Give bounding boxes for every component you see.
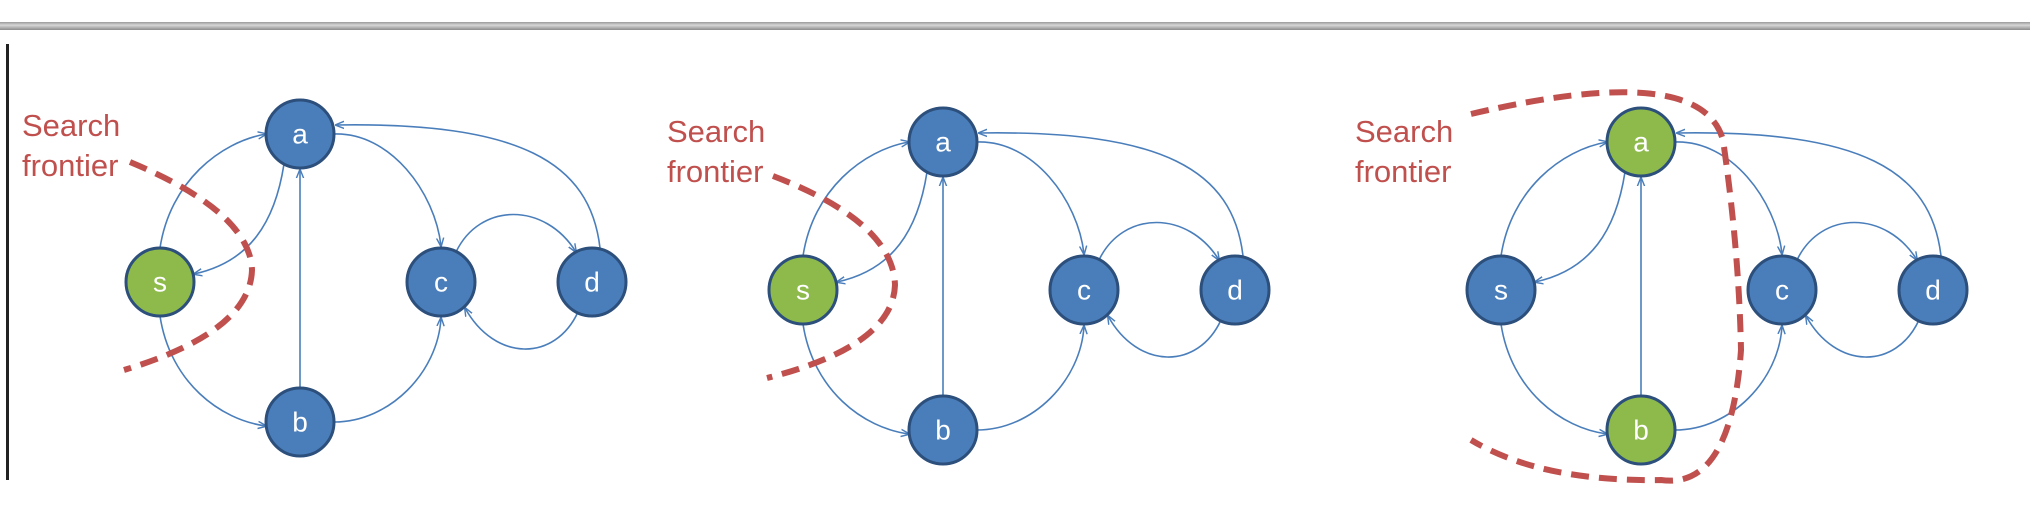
node-d-label: d [584,267,600,298]
node-d: d [1199,254,1271,326]
node-d-circle [1199,254,1271,326]
node-c-circle [1048,254,1120,326]
edge-a-to-c [333,133,441,246]
node-c: c [405,246,477,318]
search-frontier-line [1469,89,1745,484]
edge-c-to-d [1098,221,1219,261]
edge-a-to-c [976,141,1084,254]
node-a-label: a [1633,127,1649,158]
edge-a-to-s [194,163,285,274]
node-a-circle [1605,106,1677,178]
node-s-circle [767,254,839,326]
node-c-label: c [1077,275,1091,306]
edge-s-to-a [1500,142,1607,257]
edge-d-to-c [1806,316,1920,358]
node-s-label: s [1494,275,1508,306]
edge-s-to-b [1500,323,1607,434]
edge-d-to-a [979,133,1244,257]
node-b-circle [1605,394,1677,466]
frontier-label-line-1: Search [1355,114,1453,149]
node-c-circle [405,246,477,318]
panel-1: Search frontier s a b c d [22,98,628,458]
node-a-label: a [292,119,308,150]
node-b-label: b [935,415,951,446]
panel-2: Search frontier s a b c d [667,106,1271,466]
edge-a-to-s [1535,171,1626,282]
node-a: a [264,98,336,170]
node-b: b [1605,394,1677,466]
search-frontier-line [123,159,256,373]
node-c: c [1048,254,1120,326]
node-s: s [767,254,839,326]
node-b-label: b [292,407,308,438]
edge-c-to-d [1796,221,1917,261]
node-b-circle [264,386,336,458]
frontier-label-line-2: frontier [1355,154,1451,189]
frontier-label-line-2: frontier [667,154,763,189]
edge-s-to-a [159,134,266,249]
node-b: b [264,386,336,458]
edge-c-to-d [455,213,576,253]
node-a-label: a [935,127,951,158]
left-divider [6,44,9,480]
node-c-circle [1746,254,1818,326]
edge-s-to-b [159,315,266,426]
edge-a-to-c [1674,141,1782,254]
node-d-label: d [1925,275,1941,306]
node-s: s [1465,254,1537,326]
edge-s-to-b [802,323,909,434]
node-s-label: s [796,275,810,306]
frontier-label-line-2: frontier [22,148,118,183]
edge-d-to-c [465,308,579,350]
edge-d-to-a [336,125,601,249]
node-b-label: b [1633,415,1649,446]
edge-a-to-s [837,171,928,282]
frontier-label-line-1: Search [22,108,120,143]
node-b-circle [907,394,979,466]
search-frontier-line [766,173,899,381]
node-b: b [907,394,979,466]
edge-b-to-c [1674,326,1782,431]
edge-b-to-c [333,318,441,423]
node-c: c [1746,254,1818,326]
node-s: s [124,246,196,318]
frontier-label-line-1: Search [667,114,765,149]
node-a-circle [264,98,336,170]
node-d-circle [556,246,628,318]
top-divider [0,22,2030,30]
node-c-label: c [1775,275,1789,306]
edge-s-to-a [802,142,909,257]
node-d: d [556,246,628,318]
node-s-circle [124,246,196,318]
edge-d-to-c [1108,316,1222,358]
node-s-circle [1465,254,1537,326]
edge-d-to-a [1677,133,1942,257]
node-s-label: s [153,267,167,298]
edge-b-to-c [976,326,1084,431]
node-a: a [1605,106,1677,178]
node-d: d [1897,254,1969,326]
node-a-circle [907,106,979,178]
panel-3: Search frontier s a b c d [1355,89,1969,484]
node-c-label: c [434,267,448,298]
node-d-circle [1897,254,1969,326]
node-a: a [907,106,979,178]
node-d-label: d [1227,275,1243,306]
